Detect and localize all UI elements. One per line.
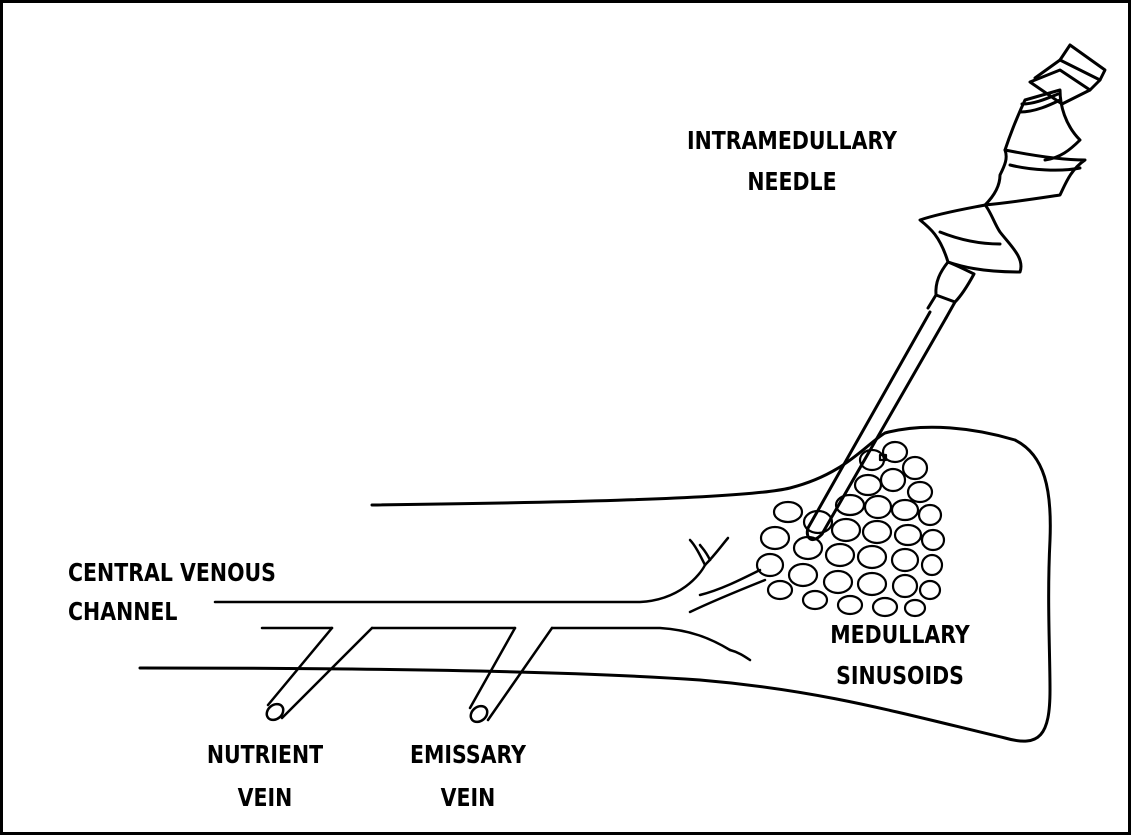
emissary-vein: [468, 628, 552, 725]
label-emissary-vein-line1: EMISSARY: [394, 742, 542, 767]
intramedullary-needle: [807, 45, 1105, 540]
label-nutrient-vein: NUTRIENT VEIN: [199, 742, 330, 810]
needle-flange-upper: [985, 150, 1085, 205]
label-intramedullary-needle-line1: INTRAMEDULLARY: [685, 128, 898, 153]
label-medullary-sinusoids-line2: SINUSOIDS: [818, 663, 982, 688]
label-intramedullary-needle: INTRAMEDULLARY NEEDLE: [685, 128, 898, 194]
medullary-sinusoids: [757, 442, 944, 616]
label-central-venous-channel: CENTRAL VENOUS CHANNEL: [68, 560, 276, 624]
label-emissary-vein-line2: VEIN: [394, 785, 542, 810]
needle-flange-lower: [920, 205, 1021, 272]
label-nutrient-vein-line2: VEIN: [199, 785, 330, 810]
label-nutrient-vein-line1: NUTRIENT: [199, 742, 330, 767]
needle-hub-neck: [928, 295, 955, 318]
nutrient-vein: [264, 628, 372, 723]
label-emissary-vein: EMISSARY VEIN: [394, 742, 542, 810]
label-intramedullary-needle-line2: NEEDLE: [685, 169, 898, 194]
label-central-venous-channel-line1: CENTRAL VENOUS: [68, 560, 276, 585]
label-medullary-sinusoids: MEDULLARY SINUSOIDS: [818, 622, 982, 688]
label-medullary-sinusoids-line1: MEDULLARY: [818, 622, 982, 647]
label-central-venous-channel-line2: CHANNEL: [68, 599, 276, 624]
central-venous-channel: [215, 538, 765, 660]
